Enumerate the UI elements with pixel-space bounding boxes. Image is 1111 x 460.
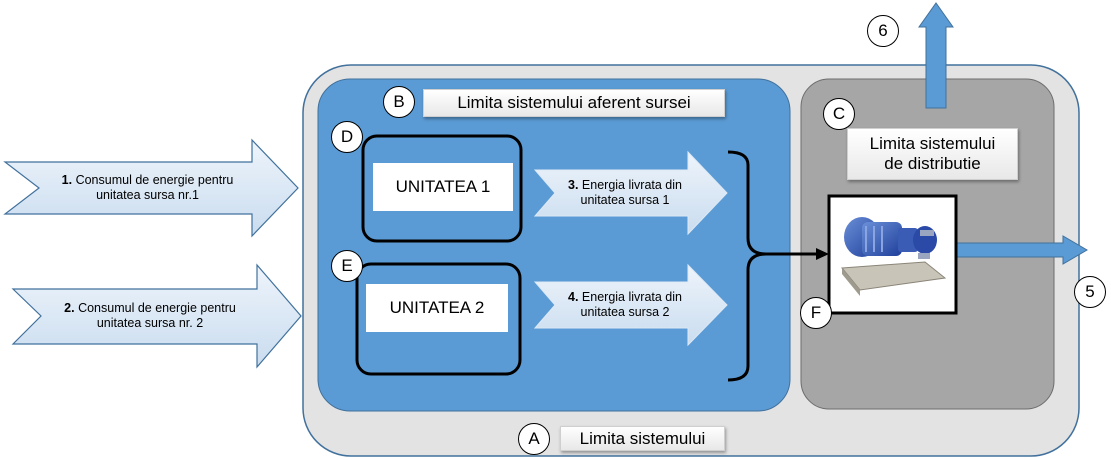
output-arrow-4 — [533, 263, 728, 347]
input-1-line1-text: Consumul de energie pentru — [72, 173, 234, 187]
input-1-number: 1. — [61, 173, 73, 187]
input-1-line2: unitatea sursa nr.1 — [96, 188, 199, 202]
node-c-marker: C — [823, 98, 855, 130]
distribution-label-line1: Limita sistemului — [869, 134, 996, 153]
input-arrow-1 — [3, 138, 299, 238]
exit-arrow-5 — [954, 235, 1088, 265]
connector-arrowhead — [816, 248, 829, 260]
input-2-line1-text: Consumul de energie pentru — [74, 301, 236, 315]
unit-2-label: UNITATEA 2 — [366, 284, 508, 332]
node-a-marker: A — [518, 423, 550, 455]
input-2-line2: unitatea sursa nr. 2 — [96, 316, 204, 330]
exit-arrow-6 — [918, 2, 954, 109]
output-3-text: 3. Energia livrata din unitatea sursa 1 — [555, 175, 695, 211]
input-2-number: 2. — [64, 301, 75, 315]
node-f-marker: F — [800, 297, 832, 329]
output-3-line1-text: Energia livrata din — [578, 178, 682, 192]
source-boundary-b — [317, 78, 791, 412]
unit-1-label: UNITATEA 1 — [373, 163, 513, 211]
unit-frame-d — [361, 134, 523, 243]
input-1-line1: 1. Consumul de energie pentru — [62, 173, 234, 188]
input-2-text: 2. Consumul de energie pentru unitatea s… — [40, 298, 260, 334]
system-boundary-label: Limita sistemului — [560, 426, 725, 451]
distribution-label-line2: de distributie — [884, 154, 981, 173]
node-b-marker: B — [383, 86, 415, 118]
exit-5-marker: 5 — [1074, 276, 1106, 308]
output-4-line1: 4. Energia livrata din — [568, 290, 682, 305]
input-2-line1: 2. Consumul de energie pentru — [64, 301, 236, 316]
unit-frame-e — [355, 262, 522, 376]
node-d-marker: D — [331, 121, 363, 153]
pump-illustration — [841, 217, 947, 296]
output-4-text: 4. Energia livrata din unitatea sursa 2 — [555, 287, 695, 323]
input-arrow-2 — [11, 263, 302, 369]
distribution-boundary-label: Limita sistemului de distributie — [847, 128, 1018, 180]
source-boundary-label: Limita sistemului aferent sursei — [423, 89, 725, 117]
output-4-number: 4. — [568, 290, 579, 304]
output-4-line1-text: Energia livrata din — [578, 290, 682, 304]
node-e-marker: E — [331, 250, 363, 282]
output-3-number: 3. — [568, 178, 579, 192]
output-arrow-3 — [533, 150, 728, 236]
output-4-line2: unitatea sursa 2 — [580, 305, 670, 319]
output-3-line2: unitatea sursa 1 — [580, 193, 670, 207]
output-3-line1: 3. Energia livrata din — [568, 178, 682, 193]
exit-6-marker: 6 — [867, 15, 899, 47]
input-1-text: 1. Consumul de energie pentru unitatea s… — [40, 170, 255, 206]
